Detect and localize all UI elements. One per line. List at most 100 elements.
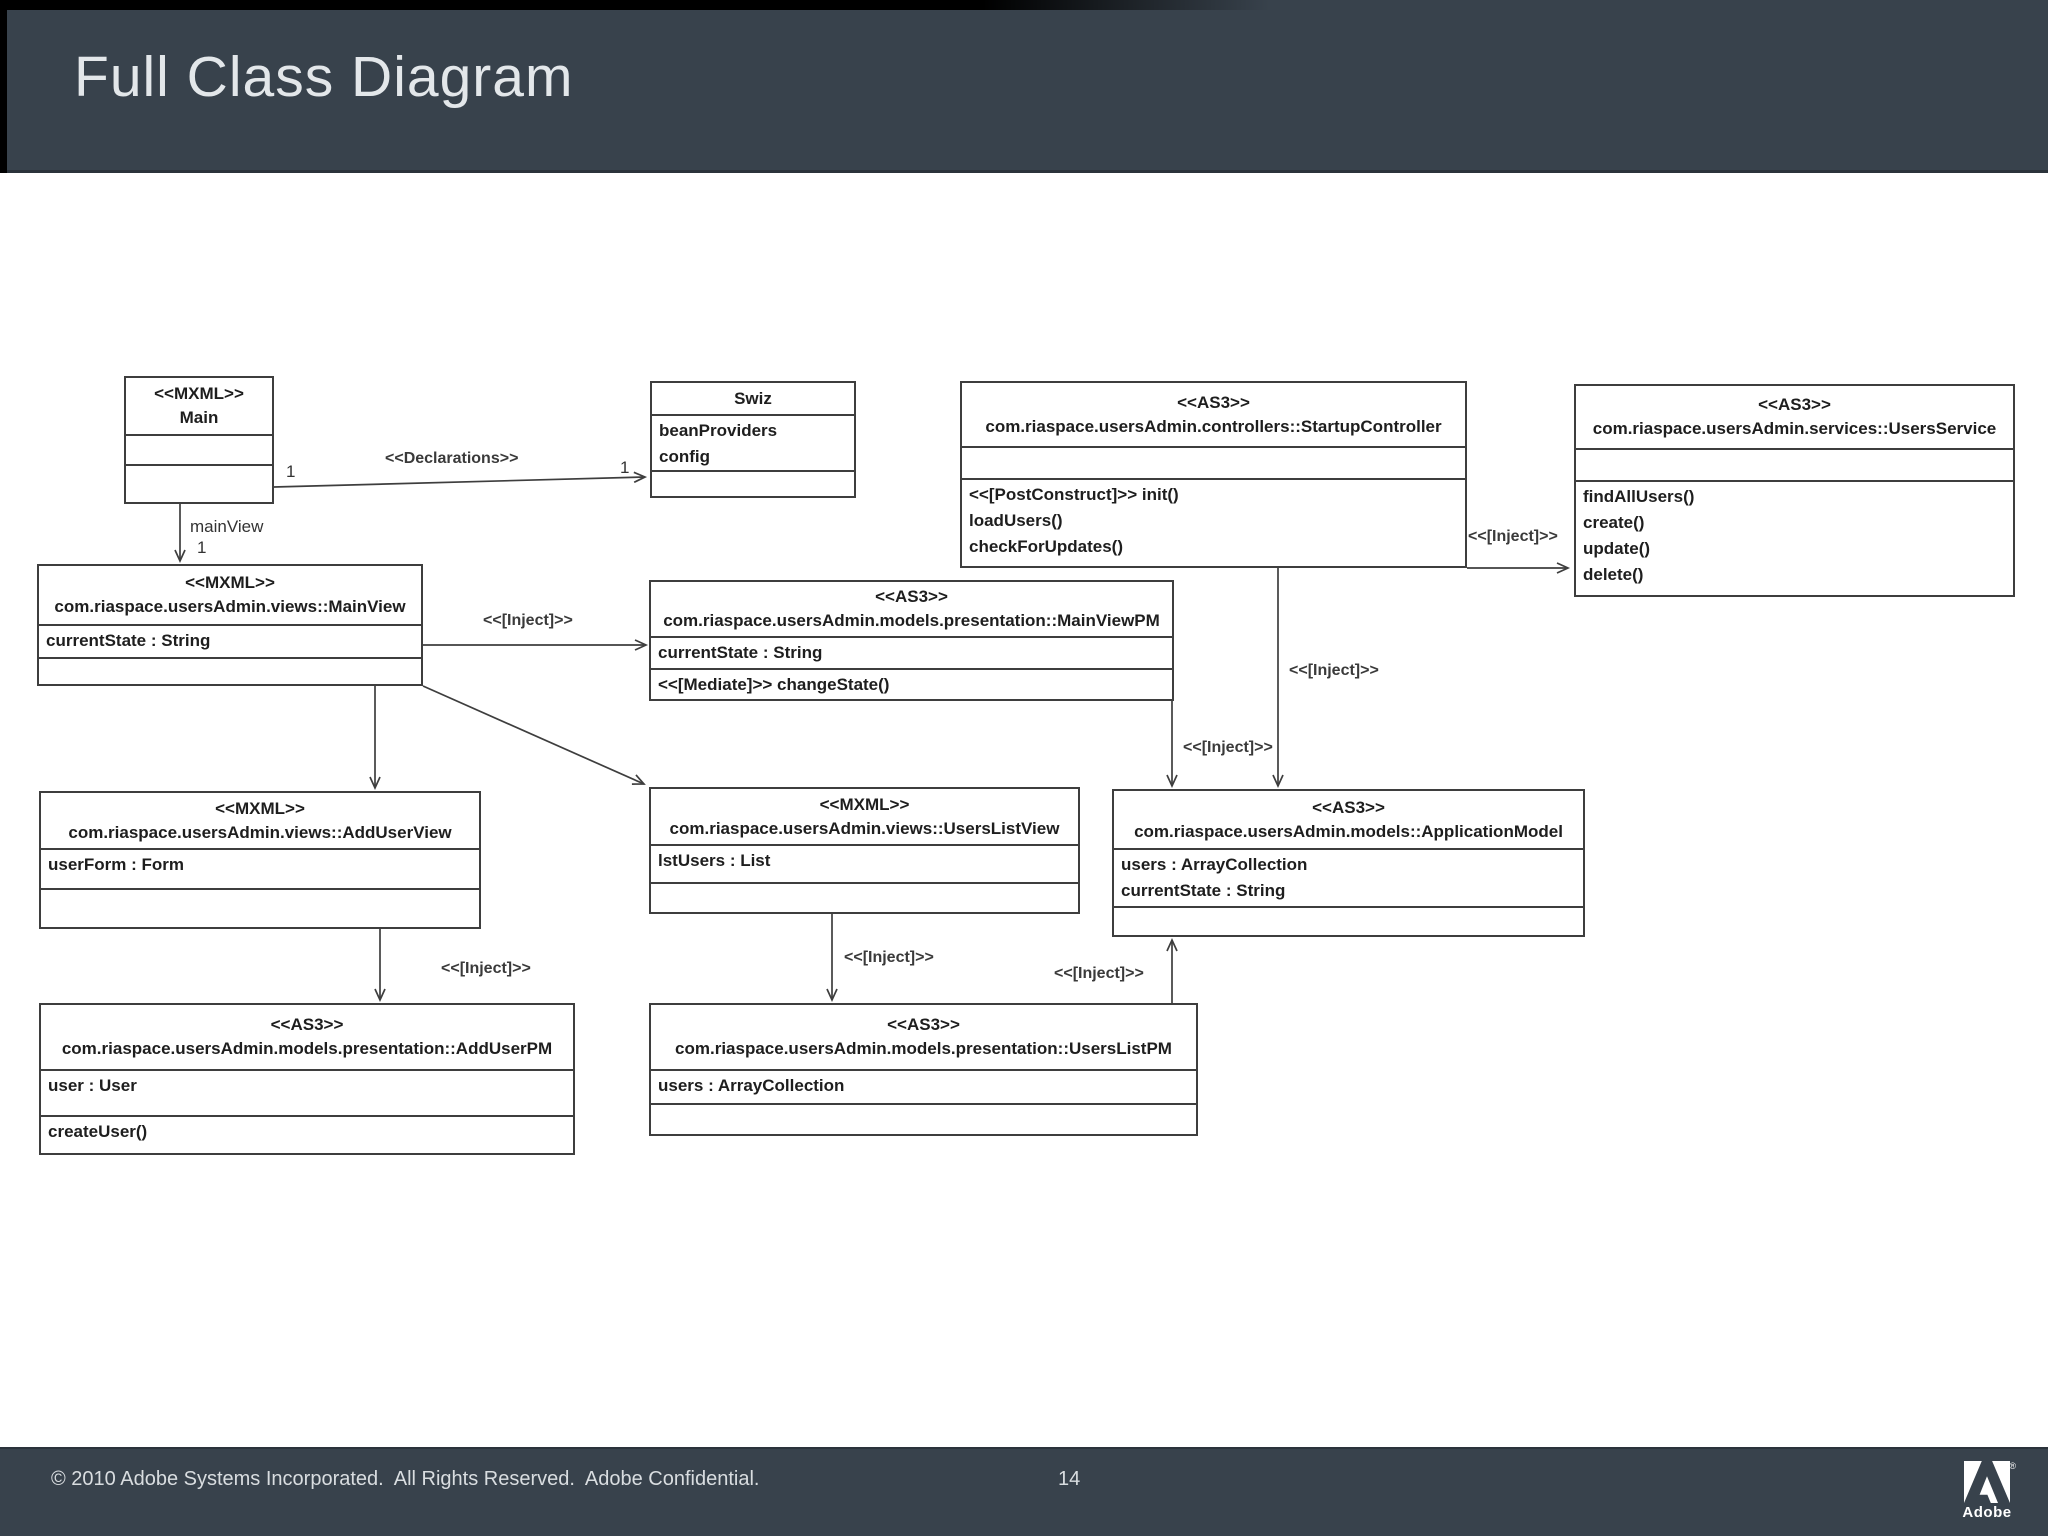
class-methods bbox=[651, 1105, 1196, 1134]
class-header: <<AS3>> com.riaspace.usersAdmin.controlle… bbox=[962, 383, 1465, 448]
class-attributes: users : ArrayCollection bbox=[651, 1071, 1196, 1105]
inject-label: <<[Inject]>> bbox=[1183, 739, 1273, 756]
class-box-users-list-view: <<MXML>>com.riaspace.usersAdmin.views::U… bbox=[649, 787, 1080, 914]
class-box-main-view: <<MXML>>com.riaspace.usersAdmin.views::M… bbox=[37, 564, 423, 686]
class-name: Swiz bbox=[734, 388, 772, 408]
class-box-add-user-pm: <<AS3>> com.riaspace.usersAdmin.models.pr… bbox=[39, 1003, 575, 1155]
class-stereotype: <<MXML>> bbox=[215, 798, 305, 818]
class-stereotype: <<AS3>> bbox=[270, 1015, 344, 1034]
class-attribute: lstUsers : List bbox=[658, 851, 771, 870]
inject-label: <<[Inject]>> bbox=[441, 960, 531, 977]
inject-label: <<[Inject]>> bbox=[483, 612, 573, 629]
class-box-application-model: <<AS3>>com.riaspace.usersAdmin.models::A… bbox=[1112, 789, 1585, 937]
class-methods bbox=[41, 890, 479, 927]
class-attributes: lstUsers : List bbox=[651, 846, 1078, 884]
class-attributes bbox=[126, 436, 272, 466]
class-attributes: currentState : String bbox=[39, 626, 421, 659]
class-header: <<AS3>> com.riaspace.usersAdmin.models.pr… bbox=[651, 1005, 1196, 1071]
class-attribute: user : User bbox=[48, 1076, 137, 1095]
class-stereotype: <<MXML>> bbox=[819, 794, 910, 814]
class-methods bbox=[1114, 908, 1583, 935]
class-attribute: currentState : String bbox=[1121, 881, 1286, 900]
class-stereotype: <<AS3>> bbox=[1312, 797, 1385, 817]
class-stereotype: <<AS3>> bbox=[875, 587, 948, 606]
inject-label: <<[Inject]>> bbox=[1468, 528, 1558, 545]
class-attributes: beanProviders config bbox=[652, 416, 854, 472]
inject-label: <<[Inject]>> bbox=[844, 949, 934, 966]
class-header: Swiz bbox=[652, 383, 854, 416]
class-stereotype: <<MXML>> bbox=[154, 384, 244, 403]
class-methods bbox=[651, 884, 1078, 912]
class-attributes: userForm : Form bbox=[41, 850, 479, 890]
class-box-main: <<MXML>>Main bbox=[124, 376, 274, 504]
class-box-startup-controller: <<AS3>> com.riaspace.usersAdmin.controlle… bbox=[960, 381, 1467, 568]
multiplicity-label: 1 bbox=[286, 462, 296, 481]
class-name: com.riaspace.usersAdmin.views::AddUserVi… bbox=[68, 822, 452, 842]
class-header: <<MXML>>com.riaspace.usersAdmin.views::A… bbox=[41, 793, 479, 850]
page-title: Full Class Diagram bbox=[74, 45, 574, 109]
class-attribute: config bbox=[659, 447, 710, 466]
class-stereotype: <<AS3>> bbox=[1177, 392, 1250, 412]
class-name: com.riaspace.usersAdmin.models.presentat… bbox=[61, 1039, 553, 1058]
mainview-label: mainView bbox=[190, 517, 264, 536]
slide-footer: © 2010 Adobe Systems Incorporated. All R… bbox=[0, 1447, 2048, 1536]
adobe-logo-text: Adobe bbox=[1962, 1504, 2012, 1521]
class-method: createUser() bbox=[48, 1122, 148, 1141]
class-method: <<[Mediate]>> changeState() bbox=[658, 675, 890, 694]
slide-header: Full Class Diagram bbox=[0, 0, 2048, 173]
edge-declarations bbox=[273, 471, 648, 488]
class-methods: <<[PostConstruct]>> init() loadUsers() che… bbox=[962, 480, 1465, 566]
registered-mark: ® bbox=[2009, 1461, 2016, 1471]
class-attributes: user : User bbox=[41, 1071, 573, 1117]
multiplicity-label: 1 bbox=[197, 538, 207, 557]
class-method: create() bbox=[1583, 513, 1645, 532]
class-box-main-view-pm: <<AS3>>com.riaspace.usersAdmin.models.pr… bbox=[649, 580, 1174, 701]
adobe-logo: ® Adobe bbox=[1956, 1461, 2018, 1521]
class-attributes bbox=[1576, 450, 2013, 482]
class-methods: createUser() bbox=[41, 1117, 573, 1153]
class-attribute: currentState : String bbox=[658, 643, 823, 662]
left-border-strip bbox=[0, 0, 7, 173]
class-methods bbox=[652, 472, 854, 496]
class-box-users-service: <<AS3>> com.riaspace.usersAdmin.services:… bbox=[1574, 384, 2015, 597]
class-attribute: beanProviders bbox=[659, 421, 778, 440]
class-name: com.riaspace.usersAdmin.views::UsersList… bbox=[669, 818, 1060, 838]
class-method: loadUsers() bbox=[969, 511, 1063, 530]
class-attributes bbox=[962, 448, 1465, 480]
page-number: 14 bbox=[1058, 1468, 1081, 1490]
class-header: <<MXML>>com.riaspace.usersAdmin.views::M… bbox=[39, 566, 421, 626]
class-header: <<AS3>> com.riaspace.usersAdmin.models.pr… bbox=[41, 1005, 573, 1071]
class-name: com.riaspace.usersAdmin.models.presentat… bbox=[675, 1039, 1172, 1058]
edge-mainview-to-userslistview bbox=[422, 685, 646, 785]
class-name: com.riaspace.usersAdmin.services::UsersS… bbox=[1592, 419, 1997, 438]
class-box-add-user-view: <<MXML>>com.riaspace.usersAdmin.views::A… bbox=[39, 791, 481, 929]
class-methods: <<[Mediate]>> changeState() bbox=[651, 670, 1172, 699]
adobe-a-icon bbox=[1964, 1461, 2010, 1503]
class-method: checkForUpdates() bbox=[969, 537, 1123, 556]
class-stereotype: <<AS3>> bbox=[887, 1015, 960, 1034]
class-attributes: currentState : String bbox=[651, 638, 1172, 670]
class-attributes: users : ArrayCollection currentState : St… bbox=[1114, 850, 1583, 908]
class-box-swiz: Swiz beanProviders config bbox=[650, 381, 856, 498]
class-attribute: userForm : Form bbox=[48, 855, 185, 874]
inject-label: <<[Inject]>> bbox=[1054, 965, 1144, 982]
inject-label: <<[Inject]>> bbox=[1289, 662, 1379, 679]
class-header: <<AS3>>com.riaspace.usersAdmin.models::A… bbox=[1114, 791, 1583, 850]
declarations-label: <<Declarations>> bbox=[385, 450, 519, 467]
multiplicity-label: 1 bbox=[620, 458, 630, 477]
class-name: com.riaspace.usersAdmin.controllers::Sta… bbox=[985, 416, 1442, 436]
class-method: <<[PostConstruct]>> init() bbox=[969, 485, 1179, 504]
class-method: delete() bbox=[1583, 565, 1644, 584]
class-attribute: users : ArrayCollection bbox=[658, 1076, 845, 1095]
class-header: <<AS3>>com.riaspace.usersAdmin.models.pr… bbox=[651, 582, 1172, 638]
class-stereotype: <<MXML>> bbox=[185, 573, 275, 592]
class-header: <<AS3>> com.riaspace.usersAdmin.services:… bbox=[1576, 386, 2013, 450]
top-border-strip bbox=[0, 0, 2048, 10]
class-methods bbox=[39, 659, 421, 684]
class-name: com.riaspace.usersAdmin.views::MainView bbox=[54, 597, 406, 616]
class-stereotype: <<AS3>> bbox=[1758, 395, 1831, 414]
class-attribute: users : ArrayCollection bbox=[1121, 855, 1308, 874]
